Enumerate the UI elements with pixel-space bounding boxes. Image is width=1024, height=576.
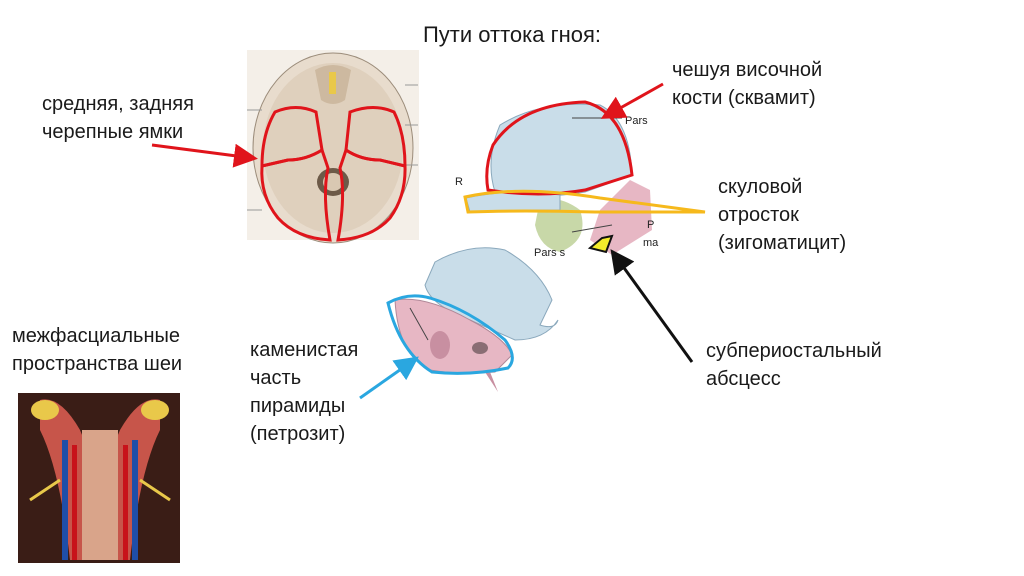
abscess-arrow	[610, 249, 694, 363]
neck-image	[18, 393, 180, 563]
zygomatic-line-2: отросток	[718, 204, 799, 226]
cranial-fossae-line-1: средняя, задняя	[42, 93, 194, 115]
zygomatic-line-1: скуловой	[718, 176, 803, 198]
petrous-line-2: часть	[250, 367, 302, 389]
petrous-line-4: (петрозит)	[250, 423, 346, 445]
pars-p-label: P	[647, 219, 654, 231]
pars-squamosa-label: Pars s	[534, 247, 566, 259]
squama-line-1: чешуя височной	[672, 59, 823, 81]
squama-label: чешуя височной кости (сквамит)	[672, 56, 822, 112]
r-mark-label: R	[455, 176, 463, 188]
zygomatic-outline	[463, 189, 706, 214]
petrous-line-3: пирамиды	[250, 395, 346, 417]
petrous-label: каменистая часть пирамиды (петрозит)	[250, 336, 358, 448]
slide-title: Пути оттока гноя:	[422, 22, 602, 47]
petrous-arrow	[359, 356, 419, 400]
cranial-fossae-label: средняя, задняя черепные ямки	[42, 90, 194, 146]
neck-line-2: пространства шеи	[12, 353, 183, 375]
petrous-line-1: каменистая	[250, 339, 359, 361]
neck-line-1: межфасциальные	[12, 325, 180, 347]
subperiosteal-label: субпериостальный абсцесс	[706, 337, 882, 393]
zygomatic-line-3: (зигоматицит)	[718, 232, 847, 254]
squama-line-2: кости (сквамит)	[672, 87, 816, 109]
squama-arrow	[600, 82, 664, 119]
zygomatic-label: скуловой отросток (зигоматицит)	[718, 173, 846, 257]
cranial-fossae-line-2: черепные ямки	[42, 121, 184, 143]
abscess-region	[587, 234, 614, 254]
cranial-fossae-outline	[260, 106, 407, 242]
skull-base-image	[247, 50, 419, 244]
fossae-arrow	[151, 143, 258, 168]
petrous-bone-image	[394, 247, 559, 392]
petrous-outline	[386, 294, 514, 375]
neck-label: межфасциальные пространства шеи	[12, 322, 182, 378]
pars-top-label: Pars	[625, 115, 648, 127]
squama-outline	[485, 100, 634, 196]
subperiosteal-line-1: субпериостальный	[706, 340, 882, 362]
subperiosteal-line-2: абсцесс	[706, 368, 781, 390]
pars-ma-label: ma	[643, 237, 659, 249]
